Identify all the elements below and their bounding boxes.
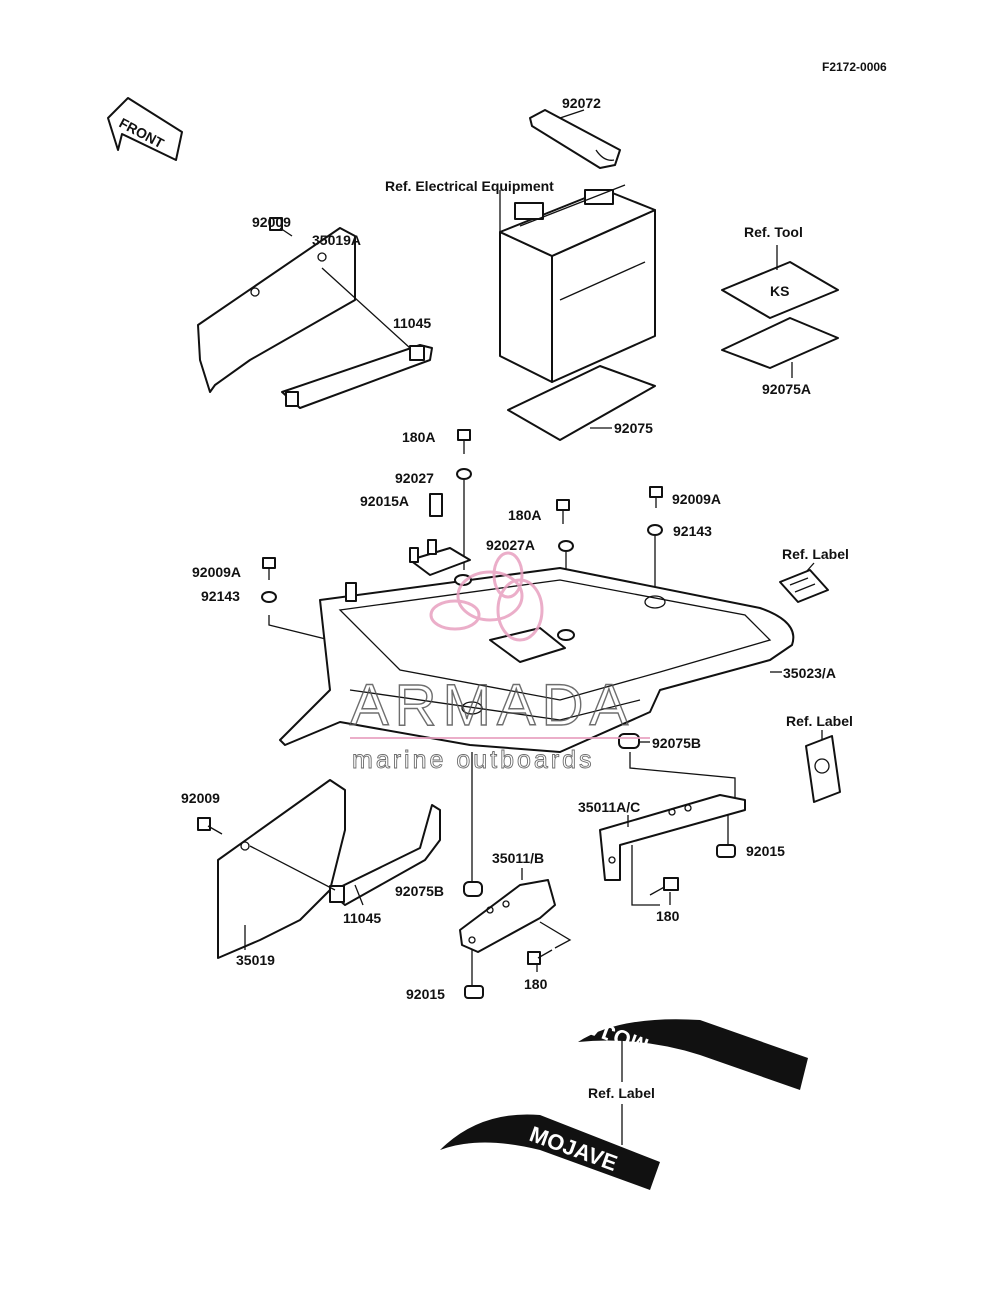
callout-bracket-right: 35011A/C [578, 799, 640, 815]
front-arrow-icon: FRONT [107, 97, 183, 161]
bolt-icon [527, 949, 553, 965]
callout-nut-right: 92015 [746, 843, 785, 859]
grommet-icon [463, 881, 483, 897]
clamp-icon [429, 493, 443, 517]
callout-bolt-92009a-left: 92009A [192, 564, 241, 580]
left-side-cover-upper [197, 227, 356, 393]
callout-bolt-92009a-right: 92009A [672, 491, 721, 507]
callout-cover-left-bottom: 35019 [236, 952, 275, 968]
bolt-icon [649, 877, 679, 896]
bolt-icon [197, 817, 223, 835]
callout-collar-92027a: 92027A [486, 537, 535, 553]
callout-bolt-180-center: 180 [524, 976, 548, 992]
bolt-icon [269, 217, 293, 237]
collar-icon [558, 540, 574, 552]
bracket-right [599, 794, 746, 881]
callout-washer-92143-left: 92143 [201, 588, 240, 604]
battery [499, 184, 656, 383]
callout-collar-92027: 92027 [395, 470, 434, 486]
callout-bracket-center: 35011/B [492, 850, 544, 866]
bolt-icon [556, 499, 570, 524]
tool-bag-mark: KS [770, 283, 789, 299]
callout-bracket-bottom: 11045 [343, 910, 381, 926]
collar-icon [456, 468, 472, 480]
bracket-center [459, 879, 556, 953]
decal-lower: MOJAVE [440, 1114, 660, 1190]
callout-battery-pad: 92075 [614, 420, 653, 436]
callout-grommet-center: 92075B [395, 883, 444, 899]
diagram-code: F2172-0006 [822, 60, 887, 74]
watermark-name: ARMADA [350, 673, 634, 738]
watermark: ARMADA marine outboards [349, 551, 650, 774]
warning-label-icon [779, 569, 829, 603]
callout-bolt-180a-top: 180A [402, 429, 435, 445]
callout-nut-center: 92015 [406, 986, 445, 1002]
bracket-lower [329, 804, 441, 906]
callout-bracket-top: 11045 [393, 315, 431, 331]
callout-bolt-180-right: 180 [656, 908, 680, 924]
callout-cover-left-top: 35019A [312, 232, 361, 248]
washer-icon [261, 591, 277, 603]
callout-bolt-top-left: 92009 [252, 214, 291, 230]
rear-fender [279, 539, 795, 753]
caution-label-icon [805, 735, 841, 803]
callout-ref-label-mid: Ref. Label [786, 713, 853, 729]
watermark-logo-icon [429, 551, 544, 642]
decal-upper: MOJAVE [557, 1004, 808, 1090]
bolt-icon [457, 429, 471, 454]
callout-tool-bag: 92075A [762, 381, 811, 397]
callout-ref-electrical: Ref. Electrical Equipment [385, 178, 554, 194]
callout-clamp-92015a: 92015A [360, 493, 409, 509]
bolt-icon [262, 557, 276, 580]
callout-battery-strap: 92072 [562, 95, 601, 111]
battery-strap [529, 109, 621, 169]
decal-upper-text: MOJAVE [557, 1004, 651, 1059]
callout-ref-tool: Ref. Tool [744, 224, 803, 240]
callout-bolt-left-bottom: 92009 [181, 790, 220, 806]
callout-grommet-right: 92075B [652, 735, 701, 751]
callout-ref-label-bottom: Ref. Label [588, 1085, 655, 1101]
battery-pad [507, 365, 656, 441]
washer-icon [647, 524, 663, 536]
callout-ref-label-top: Ref. Label [782, 546, 849, 562]
callout-washer-92143-right: 92143 [673, 523, 712, 539]
bolt-icon [649, 486, 663, 508]
callout-bolt-180a-mid: 180A [508, 507, 541, 523]
watermark-tagline: marine outboards [352, 746, 595, 774]
nut-icon [464, 985, 484, 999]
tool-bag: KS [721, 261, 839, 369]
nut-icon [716, 844, 736, 858]
callout-fender-main: 35023/A [783, 665, 836, 681]
left-side-cover-lower [217, 779, 346, 959]
bracket-upper [281, 344, 433, 409]
